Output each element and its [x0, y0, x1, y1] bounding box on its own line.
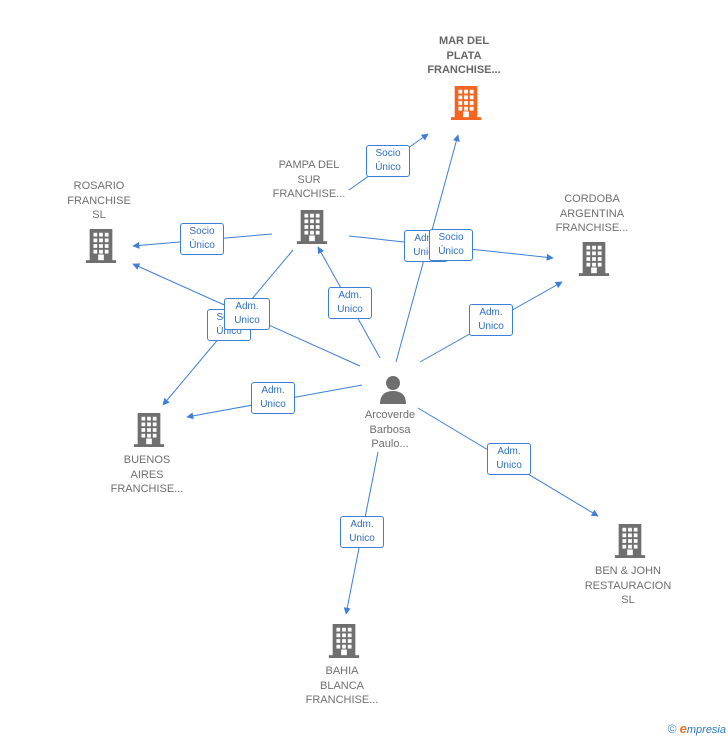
building-icon — [450, 86, 482, 120]
edge-label-person-cordoba: Adm. Unico — [469, 304, 513, 336]
edge-label-person-rosario: Adm. Unico — [224, 298, 270, 330]
node-person[interactable]: Arcoverde Barbosa Paulo... — [364, 409, 416, 450]
node-pampa-del-sur[interactable]: PAMPA DEL SUR FRANCHISE... — [272, 159, 346, 200]
edge-label-person-buenos: Adm. Unico — [251, 382, 295, 414]
edge-label-pampa-cordoba-socio: Socio Único — [429, 229, 473, 261]
copyright-icon: © — [667, 722, 677, 736]
brand-logo-initial: e — [679, 721, 687, 736]
building-icon — [133, 413, 165, 447]
node-rosario[interactable]: ROSARIO FRANCHISE SL — [67, 180, 131, 221]
edge-label-person-bahia: Adm. Unico — [340, 516, 384, 548]
node-ben-john[interactable]: BEN & JOHN RESTAURACION SL — [584, 565, 672, 606]
node-bahia-blanca[interactable]: BAHIA BLANCA FRANCHISE... — [305, 665, 379, 706]
edge-label-pampa-mar: Socio Único — [366, 145, 410, 177]
node-mar-del-plata[interactable]: MAR DEL PLATA FRANCHISE... — [427, 35, 501, 76]
edge-label-person-benjohn: Adm. Unico — [487, 443, 531, 475]
person-icon — [380, 376, 406, 404]
edge-label-pampa-rosario: Socio Único — [180, 223, 224, 255]
building-icon — [85, 229, 117, 263]
building-icon — [614, 524, 646, 558]
node-cordoba[interactable]: CORDOBA ARGENTINA FRANCHISE... — [555, 193, 629, 234]
node-buenos-aires[interactable]: BUENOS AIRES FRANCHISE... — [110, 454, 184, 495]
building-icon — [296, 210, 328, 244]
building-icon — [328, 624, 360, 658]
brand-logo-text: mpresia — [686, 724, 726, 736]
brand-footer: ©empresia — [668, 721, 726, 736]
edge-label-person-pampa: Adm. Unico — [328, 287, 372, 319]
building-icon — [578, 242, 610, 276]
